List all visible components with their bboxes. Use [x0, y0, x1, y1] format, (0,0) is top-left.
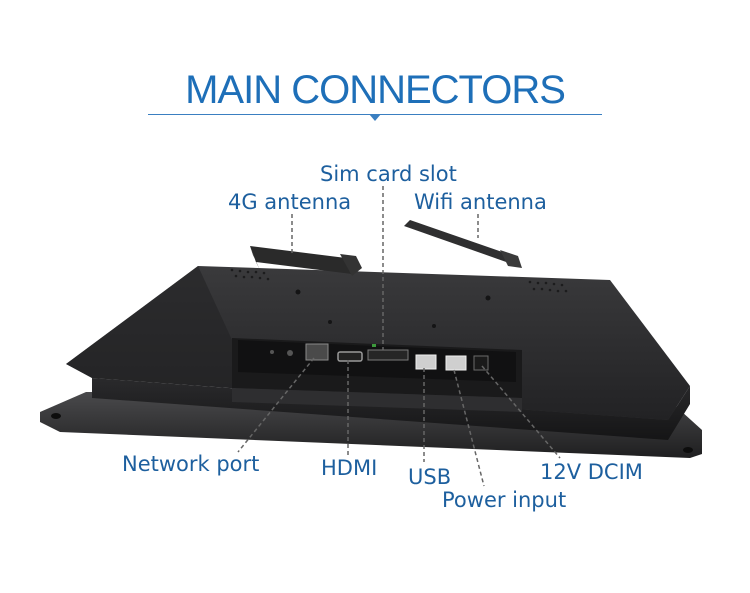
mount-hole [683, 447, 693, 453]
audio-jack [270, 350, 274, 354]
dc-power-jack [473, 355, 489, 371]
network-port [305, 343, 329, 361]
screw-holes [295, 289, 491, 328]
sim-card-slot [367, 349, 409, 361]
mount-hole [51, 413, 61, 419]
audio-jack [287, 350, 293, 356]
main-connectors-heading: MAIN CONNECTORS [185, 68, 566, 112]
side-face-left [66, 266, 232, 388]
hdmi-port [337, 351, 363, 362]
heading-pointer [369, 114, 381, 121]
usb-port [415, 354, 437, 370]
usb-port [445, 355, 467, 371]
wifi-antenna [404, 220, 522, 268]
sim-led [372, 344, 376, 347]
vent-grille [230, 268, 568, 293]
sim-card-slot-label: Sim card slot [320, 162, 457, 186]
leader-lines [237, 186, 561, 487]
power-input-label: Power input [442, 488, 567, 512]
network-port-label: Network port [122, 452, 260, 476]
4g-antenna-label: 4G antenna [228, 190, 352, 214]
usb-label: USB [408, 465, 452, 489]
bay-floor [232, 388, 522, 412]
wifi-antenna-label: Wifi antenna [414, 190, 547, 214]
hdmi-label: HDMI [321, 456, 378, 480]
12v-dc-label: 12V DCIM [540, 460, 643, 484]
4g-antenna [250, 246, 362, 276]
